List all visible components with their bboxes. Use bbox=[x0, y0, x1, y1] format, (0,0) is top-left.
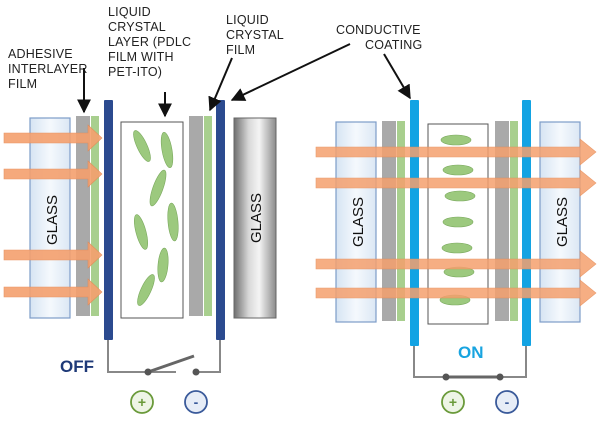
on-switch-contact bbox=[496, 373, 504, 381]
on-electrode-right bbox=[522, 100, 531, 346]
on-wire bbox=[413, 346, 446, 378]
light-arrow bbox=[315, 138, 597, 166]
conductive-pointer-on bbox=[383, 53, 411, 100]
svg-text:+: + bbox=[449, 394, 457, 410]
off-droplets bbox=[133, 130, 179, 306]
light-arrow bbox=[315, 279, 597, 307]
conductive-label-line: CONDUCTIVE bbox=[336, 23, 421, 37]
on-film-right bbox=[510, 121, 518, 321]
off-interlayer-left bbox=[76, 116, 90, 316]
droplet bbox=[157, 247, 169, 283]
droplet bbox=[137, 274, 155, 306]
lc-film-label-line: FILM bbox=[226, 43, 255, 57]
on-film-left bbox=[397, 121, 405, 321]
lc-layer-label-line: LIQUID bbox=[108, 5, 151, 19]
svg-text:-: - bbox=[194, 394, 199, 410]
off-glass-left-label: GLASS bbox=[44, 195, 61, 245]
on-glass-right-label: GLASS bbox=[554, 197, 571, 247]
on-panel: GLASS GLASS bbox=[315, 100, 597, 414]
droplet bbox=[133, 130, 151, 162]
off-electrode-left bbox=[104, 100, 113, 340]
adhesive-label-line: ADHESIVE bbox=[8, 47, 73, 61]
droplet bbox=[149, 169, 167, 207]
droplet bbox=[167, 202, 179, 242]
off-wire bbox=[196, 340, 221, 373]
off-switch-contact bbox=[192, 368, 200, 376]
light-arrow bbox=[3, 124, 103, 152]
lc-film-pointer bbox=[208, 57, 233, 112]
lc-film-label-line: CRYSTAL bbox=[226, 28, 284, 42]
off-light-arrows bbox=[3, 124, 103, 306]
off-state-label: OFF bbox=[60, 357, 94, 376]
light-arrow bbox=[315, 169, 597, 197]
droplet bbox=[441, 242, 473, 254]
on-wire bbox=[500, 346, 527, 378]
on-positive-terminal: + bbox=[441, 390, 465, 414]
lc-layer-label-line: PET-ITO) bbox=[108, 65, 162, 79]
light-arrow bbox=[3, 241, 103, 269]
on-droplets bbox=[439, 134, 476, 306]
off-switch-lever bbox=[147, 354, 195, 374]
off-glass-left bbox=[29, 117, 71, 319]
off-electrode-right bbox=[216, 100, 225, 340]
off-film-right bbox=[204, 116, 212, 316]
svg-text:+: + bbox=[138, 394, 146, 410]
on-negative-terminal: - bbox=[495, 390, 519, 414]
off-panel: GLASS GLASS bbox=[3, 100, 277, 414]
on-state-label: ON bbox=[458, 343, 484, 362]
off-wire bbox=[107, 340, 176, 373]
svg-text:-: - bbox=[505, 394, 510, 410]
droplet bbox=[442, 164, 474, 176]
lc-layer-label-line: FILM WITH bbox=[108, 50, 174, 64]
light-arrow bbox=[3, 160, 103, 188]
droplet bbox=[160, 131, 174, 169]
off-positive-terminal: + bbox=[130, 390, 154, 414]
droplet bbox=[444, 190, 476, 202]
conductive-pointer-off bbox=[230, 43, 351, 101]
adhesive-label-line: INTERLAYER bbox=[8, 62, 88, 76]
on-light-arrows bbox=[315, 138, 597, 307]
off-negative-terminal: - bbox=[184, 390, 208, 414]
droplet bbox=[440, 134, 472, 146]
light-arrow bbox=[315, 250, 597, 278]
lc-layer-label-line: LAYER (PDLC bbox=[108, 35, 191, 49]
on-switch-pivot bbox=[442, 373, 450, 381]
off-glass-right bbox=[233, 117, 277, 319]
on-interlayer-left bbox=[382, 121, 396, 321]
light-arrow bbox=[3, 278, 103, 306]
conductive-label-line: COATING bbox=[365, 38, 422, 52]
off-interlayer-right bbox=[189, 116, 203, 316]
droplet bbox=[133, 214, 149, 250]
on-interlayer-right bbox=[495, 121, 509, 321]
lc-film-label-line: LIQUID bbox=[226, 13, 269, 27]
on-electrode-left bbox=[410, 100, 419, 346]
off-film-left bbox=[91, 116, 99, 316]
on-glass-left-label: GLASS bbox=[350, 197, 367, 247]
droplet bbox=[442, 216, 474, 228]
lc-layer-label-line: CRYSTAL bbox=[108, 20, 166, 34]
adhesive-label-line: FILM bbox=[8, 77, 37, 91]
off-switch-pivot bbox=[144, 368, 152, 376]
off-glass-right-label: GLASS bbox=[248, 193, 265, 243]
